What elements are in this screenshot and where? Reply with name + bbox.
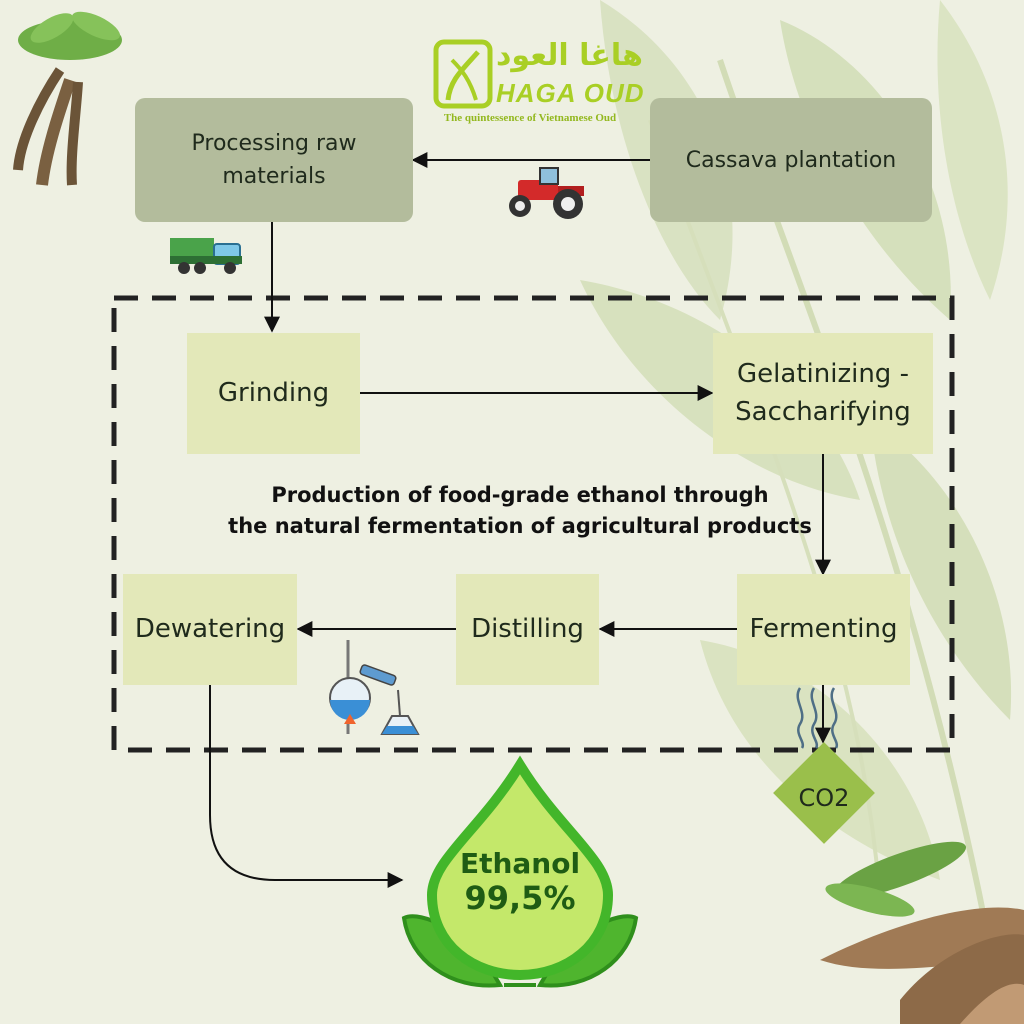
brand-name-arabic: هاغا العود [496, 38, 643, 73]
co2-label: CO2 [798, 784, 850, 812]
arrow-dewatering-to-ethanol [209, 685, 404, 888]
step-fermenting-label: Fermenting [749, 613, 898, 644]
process-boundary [111, 295, 955, 753]
step-plantation-label: Cassava plantation [685, 147, 897, 173]
step-gelatinizing-label: Gelatinizing - Saccharifying [735, 358, 911, 427]
caption-line-1: Production of food-grade ethanol through [271, 483, 769, 507]
leaf-icon [870, 420, 1012, 720]
caption-line-2: the natural fermentation of agricultural… [228, 514, 812, 538]
step-grinding: Grinding [187, 333, 360, 454]
dump-truck-icon [170, 238, 242, 274]
cassava-plant-icon [13, 11, 122, 186]
step-dewatering: Dewatering [123, 574, 297, 685]
step-distilling: Distilling [456, 574, 599, 685]
cassava-roots-icon [820, 841, 1024, 1024]
step-grinding-label: Grinding [217, 377, 330, 408]
step-distilling-label: Distilling [471, 613, 584, 644]
distillation-apparatus-icon [329, 640, 420, 735]
ethanol-purity: 99,5% [464, 879, 576, 917]
ethanol-name: Ethanol [459, 847, 581, 880]
brand-tagline: The quintessence of Vietnamese Oud [443, 112, 617, 124]
ethanol-drop-icon [401, 755, 639, 988]
step-fermenting: Fermenting [737, 574, 910, 685]
vapor-icon [796, 687, 839, 749]
process-caption: Production of food-grade ethanol through… [200, 480, 840, 542]
ethanol-product: Ethanol 99,5% [440, 847, 600, 917]
brand-name-latin: HAGA OUD [496, 78, 645, 108]
logo-mark-icon [433, 39, 493, 109]
step-gelatinizing: Gelatinizing - Saccharifying [713, 333, 933, 454]
step-processing-label: Processing raw materials [191, 131, 357, 189]
step-plantation: Cassava plantation [650, 98, 932, 222]
step-dewatering-label: Dewatering [134, 613, 286, 644]
step-processing: Processing raw materials [135, 98, 413, 222]
tractor-icon [509, 167, 584, 219]
leaf-icon [937, 0, 1008, 300]
